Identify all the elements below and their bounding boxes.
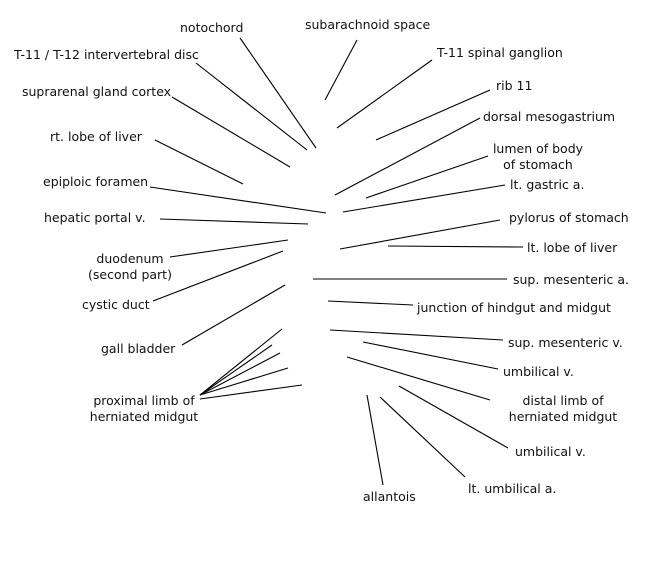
label-umbilical-v-1: umbilical v. bbox=[503, 364, 574, 379]
leader-umbilical-v-2 bbox=[398, 385, 509, 449]
label-distal-limb-line-2: herniated midgut bbox=[508, 409, 618, 424]
leader-allantois bbox=[366, 394, 384, 486]
label-duodenum-line-1: duodenum bbox=[96, 251, 164, 266]
leader-proximal-1 bbox=[199, 328, 283, 396]
label-notochord: notochord bbox=[180, 20, 244, 35]
label-sup-mesenteric-a: sup. mesenteric a. bbox=[513, 272, 629, 287]
label-cystic-duct: cystic duct bbox=[82, 297, 150, 312]
label-duodenum: duodenum (second part) bbox=[80, 251, 180, 283]
leader-spinal-ganglion bbox=[336, 59, 433, 129]
leader-dorsal-mesogastrium bbox=[334, 117, 481, 196]
leader-lt-umbilical-a bbox=[379, 396, 466, 478]
leader-pylorus bbox=[339, 219, 501, 250]
label-intervertebral-disc: T-11 / T-12 intervertebral disc bbox=[14, 47, 199, 62]
label-lumen-stomach: lumen of body of stomach bbox=[488, 141, 588, 173]
label-proximal-limb-line-1: proximal limb of bbox=[93, 393, 195, 408]
leader-lt-gastric bbox=[342, 184, 506, 213]
leader-gall-bladder bbox=[181, 284, 286, 346]
label-hepatic-portal: hepatic portal v. bbox=[44, 210, 146, 225]
label-gall-bladder: gall bladder bbox=[101, 341, 176, 356]
leader-proximal-4 bbox=[199, 367, 289, 396]
leader-lumen-stomach bbox=[365, 155, 489, 199]
label-lumen-stomach-line-1: lumen of body bbox=[492, 141, 584, 156]
label-spinal-ganglion: T-11 spinal ganglion bbox=[437, 45, 563, 60]
leader-hepatic-portal bbox=[159, 218, 309, 225]
leader-subarachnoid-space bbox=[324, 39, 358, 101]
label-proximal-limb: proximal limb of herniated midgut bbox=[88, 393, 200, 425]
label-distal-limb-line-1: distal limb of bbox=[522, 393, 604, 408]
leader-epiploic-foramen bbox=[149, 186, 327, 214]
leader-umbilical-v-1 bbox=[362, 341, 499, 370]
label-proximal-limb-line-2: herniated midgut bbox=[89, 409, 199, 424]
label-allantois: allantois bbox=[363, 489, 416, 504]
label-lt-umbilical-a: lt. umbilical a. bbox=[468, 481, 557, 496]
leader-distal-limb bbox=[346, 356, 491, 401]
label-dorsal-mesogastrium: dorsal mesogastrium bbox=[483, 109, 616, 124]
leader-rt-lobe-liver bbox=[154, 139, 244, 185]
leader-proximal-5 bbox=[199, 384, 303, 400]
label-sup-mesenteric-v: sup. mesenteric v. bbox=[508, 335, 623, 350]
leader-hindgut-midgut bbox=[327, 300, 414, 306]
leader-notochord bbox=[239, 37, 317, 149]
leader-lt-lobe-liver bbox=[387, 245, 524, 248]
leader-cystic-duct bbox=[152, 250, 284, 302]
label-duodenum-line-2: (second part) bbox=[88, 267, 172, 282]
label-hindgut-midgut: junction of hindgut and midgut bbox=[417, 300, 611, 315]
label-umbilical-v-2: umbilical v. bbox=[515, 444, 586, 459]
leader-intervertebral-disc bbox=[195, 62, 308, 151]
label-rt-lobe-liver: rt. lobe of liver bbox=[50, 129, 142, 144]
label-lumen-stomach-line-2: of stomach bbox=[503, 157, 573, 172]
label-epiploic-foramen: epiploic foramen bbox=[43, 174, 149, 189]
label-subarachnoid-space: subarachnoid space bbox=[305, 17, 431, 32]
label-distal-limb: distal limb of herniated midgut bbox=[507, 393, 619, 425]
leader-proximal-2 bbox=[199, 344, 273, 396]
label-lt-lobe-liver: lt. lobe of liver bbox=[527, 240, 618, 255]
leader-proximal-3 bbox=[199, 352, 281, 396]
leader-rib-11 bbox=[375, 89, 491, 141]
label-rib-11: rib 11 bbox=[496, 78, 533, 93]
label-pylorus: pylorus of stomach bbox=[509, 210, 629, 225]
label-lt-gastric: lt. gastric a. bbox=[510, 177, 585, 192]
leader-duodenum bbox=[169, 239, 289, 258]
label-suprarenal-cortex: suprarenal gland cortex bbox=[22, 84, 172, 99]
leader-sup-mesenteric-v bbox=[329, 329, 504, 341]
leader-suprarenal-cortex bbox=[171, 96, 291, 168]
